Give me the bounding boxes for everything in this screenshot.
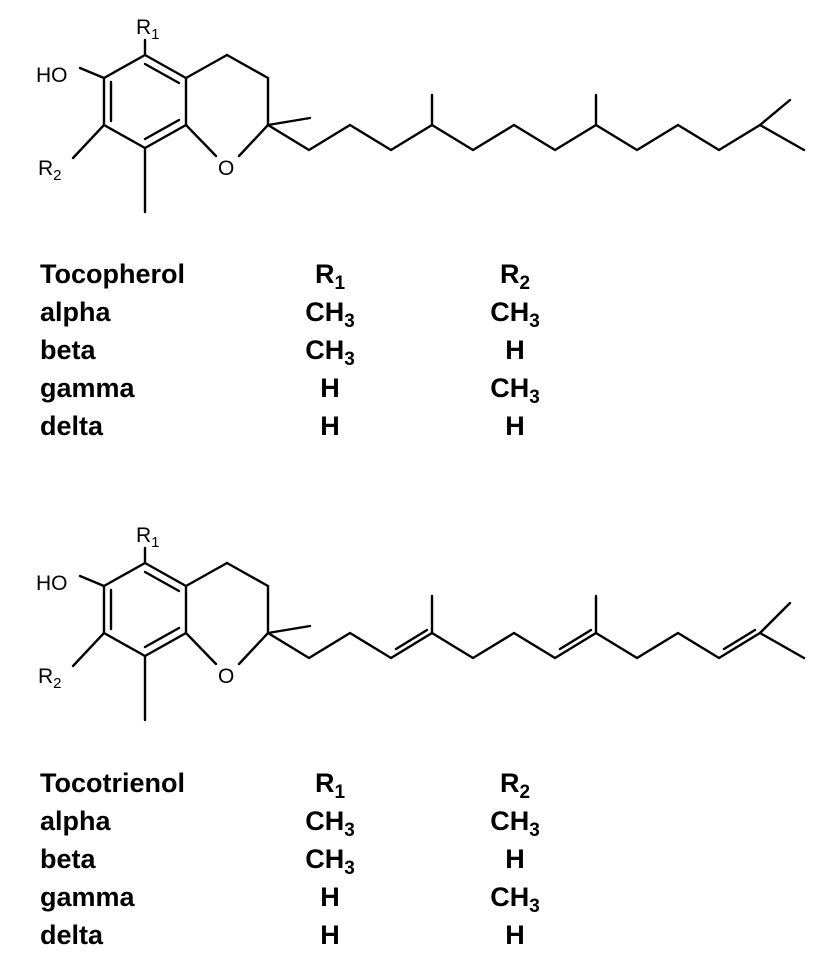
table-row: gamma H CH3 [40, 878, 600, 917]
row-r2: CH3 [490, 297, 540, 332]
oxygen-label: O [218, 665, 234, 688]
header-name: Tocotrienol [40, 768, 185, 798]
row-r1: H [320, 411, 340, 441]
tocotrienol-structure: R1 HO R2 O [0, 508, 830, 738]
row-r1: CH3 [305, 806, 355, 841]
table-row: alpha CH3 CH3 [40, 802, 600, 841]
r1-label: R1 [136, 524, 160, 551]
row-r2: CH3 [490, 806, 540, 841]
row-r1: CH3 [305, 297, 355, 332]
header-name: Tocopherol [40, 259, 185, 289]
row-name: beta [40, 844, 96, 874]
row-r2: H [505, 411, 525, 441]
saturated-side-chain [266, 93, 806, 152]
table-header: Tocotrienol R1 R2 [40, 764, 600, 803]
table-row: alpha CH3 CH3 [40, 293, 600, 332]
r2-label: R2 [38, 665, 62, 692]
table-row: beta CH3 H [40, 840, 600, 879]
table-row: beta CH3 H [40, 331, 600, 370]
row-r2: H [505, 844, 525, 874]
table-row: delta H H [40, 916, 600, 954]
tocopherol-structure-drawing: R1 HO R2 O [36, 16, 806, 214]
row-name: delta [40, 411, 104, 441]
row-r1: H [320, 373, 340, 403]
tocotrienol-table: Tocotrienol R1 R2 alpha CH3 CH3 beta CH3… [40, 764, 600, 954]
header-r2: R2 [499, 259, 531, 294]
r1-label: R1 [136, 16, 160, 43]
header-r1: R1 [314, 768, 346, 803]
row-name: gamma [40, 373, 135, 403]
row-r2: CH3 [490, 373, 540, 408]
tocopherol-structure: R1 HO R2 O [0, 0, 830, 230]
row-r2: CH3 [490, 882, 540, 917]
unsaturated-side-chain [266, 594, 806, 660]
row-r1: CH3 [305, 335, 355, 370]
tocopherol-table: Tocopherol R1 R2 alpha CH3 CH3 beta CH3 … [40, 255, 600, 445]
row-r1: CH3 [305, 844, 355, 879]
row-r2: H [505, 335, 525, 365]
row-name: alpha [40, 806, 111, 836]
table-row: delta H H [40, 407, 600, 445]
row-r1: H [320, 920, 340, 950]
tocotrienol-structure-drawing: R1 HO R2 O [36, 524, 806, 722]
row-r1: H [320, 882, 340, 912]
row-r2: H [505, 920, 525, 950]
header-r2: R2 [499, 768, 531, 803]
row-name: beta [40, 335, 96, 365]
table-row: gamma H CH3 [40, 369, 600, 408]
chromanol-core [71, 546, 312, 722]
oxygen-label: O [218, 157, 234, 180]
r2-label: R2 [38, 157, 62, 184]
hydroxyl-label: HO [36, 64, 68, 87]
hydroxyl-label: HO [36, 572, 68, 595]
row-name: gamma [40, 882, 135, 912]
header-r1: R1 [314, 259, 346, 294]
table-header: Tocopherol R1 R2 [40, 255, 600, 294]
row-name: alpha [40, 297, 111, 327]
row-name: delta [40, 920, 104, 950]
chromanol-core [71, 38, 312, 214]
